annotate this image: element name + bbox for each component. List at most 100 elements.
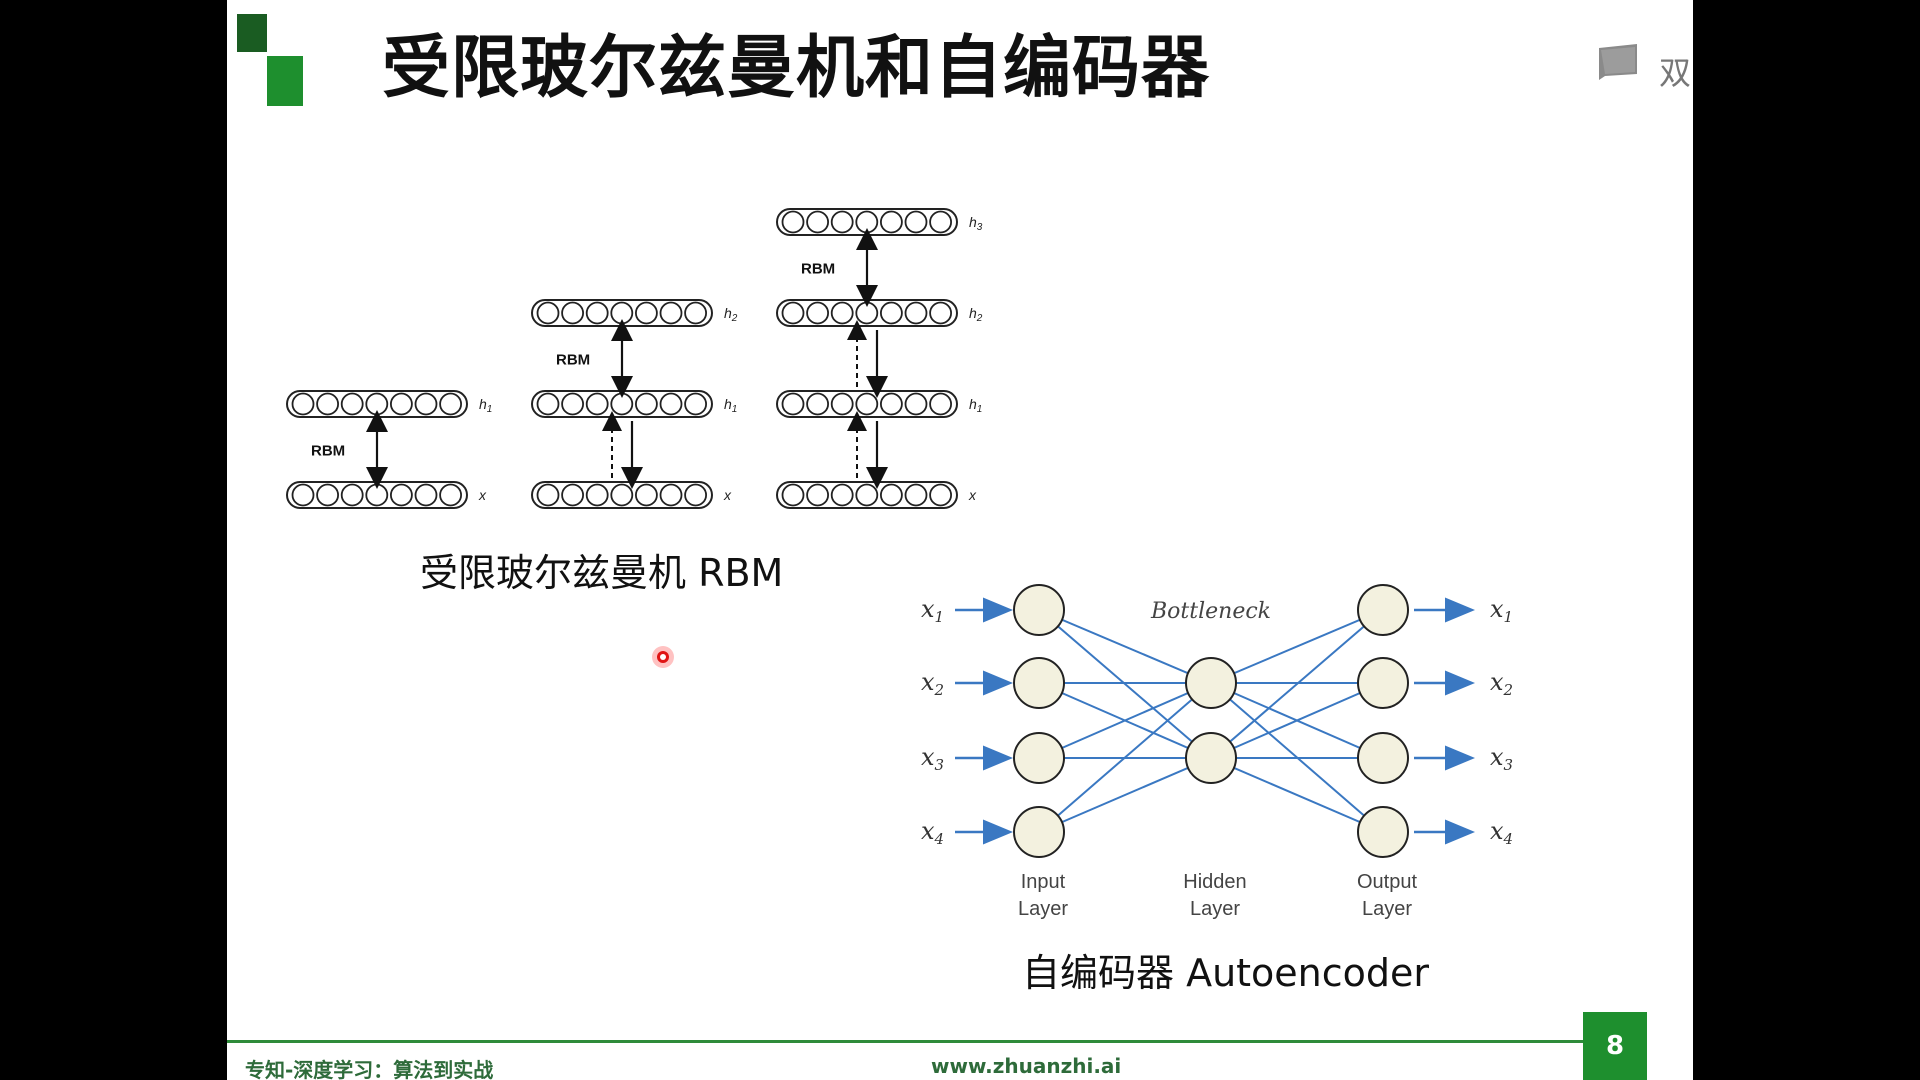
rbm-unit	[340, 483, 364, 507]
rbm-unit	[291, 483, 315, 507]
rbm-layer-label: h3	[969, 214, 983, 233]
ae-input-node	[1013, 657, 1065, 709]
footer-divider	[227, 1040, 1583, 1043]
rbm-layer-label: h1	[479, 396, 492, 415]
rbm-layer-subscript: 1	[487, 404, 493, 415]
rbm-unit	[684, 483, 708, 507]
ae-edge-input-hidden	[1038, 757, 1212, 833]
rbm-unit	[929, 210, 952, 234]
ae-input-subscript: 3	[935, 756, 945, 774]
rbm-layer-h2	[776, 299, 958, 327]
rbm-label: RBM	[801, 261, 835, 278]
rbm-unit	[929, 483, 952, 507]
ae-edge-hidden-output	[1210, 682, 1384, 833]
rbm-unit	[561, 483, 585, 507]
rbm-unit	[316, 392, 339, 416]
rbm-layer-subscript: 2	[731, 313, 738, 324]
rbm-unit	[340, 392, 364, 416]
rbm-caption: 受限玻尔兹曼机 RBM	[420, 551, 784, 595]
rbm-unit	[634, 392, 658, 416]
rbm-layer-subscript: 3	[977, 222, 983, 233]
rbm-layer-h1	[286, 390, 468, 418]
ae-output-subscript: 1	[1504, 608, 1514, 626]
ae-output-node	[1357, 657, 1409, 709]
ae-output-subscript: 3	[1504, 756, 1514, 774]
rbm-unit	[880, 392, 903, 416]
rbm-unit	[585, 392, 609, 416]
ae-layer-name-output: Layer	[1362, 898, 1412, 920]
rbm-unit	[684, 392, 708, 416]
rbm-unit	[610, 483, 634, 507]
rbm-unit	[659, 392, 683, 416]
rbm-unit	[880, 483, 903, 507]
ae-layer-name-input: Input	[1021, 871, 1066, 893]
ae-layer-name-hidden: Hidden	[1183, 871, 1246, 893]
ae-input-subscript: 1	[935, 608, 945, 626]
rbm-layer-label: x	[968, 487, 977, 503]
rbm-layer-h1	[776, 390, 958, 418]
ae-input-label: x1	[921, 595, 944, 626]
rbm-layer-label: h1	[724, 396, 737, 415]
rbm-layer-h3	[776, 208, 958, 236]
rbm-unit	[781, 483, 805, 507]
rbm-layer-subscript: 1	[977, 404, 983, 415]
rbm-layer-x	[531, 481, 713, 509]
rbm-unit	[880, 301, 903, 325]
rbm-unit	[904, 483, 928, 507]
rbm-unit	[781, 301, 805, 325]
rbm-unit	[561, 392, 585, 416]
rbm-unit	[781, 210, 805, 234]
rbm-layer-h1	[531, 390, 713, 418]
partial-toolbar-label[interactable]: 双	[1659, 54, 1692, 92]
ae-input-node	[1013, 584, 1065, 636]
ae-output-node	[1357, 732, 1409, 784]
footer-url[interactable]: www.zhuanzhi.ai	[931, 1054, 1122, 1078]
rbm-label: RBM	[556, 352, 590, 369]
ae-edge-hidden-output	[1210, 757, 1384, 833]
rbm-unit	[610, 301, 634, 325]
ae-output-subscript: 4	[1503, 830, 1514, 848]
rbm-layer-label: h1	[969, 396, 982, 415]
rbm-layer-label: h2	[969, 305, 983, 324]
ae-output-node	[1357, 584, 1409, 636]
ae-layer-name-input: Layer	[1018, 898, 1068, 920]
ae-edge-hidden-output	[1210, 609, 1384, 684]
rbm-unit	[659, 301, 683, 325]
rbm-layer-subscript: 1	[732, 404, 738, 415]
rbm-layer-label: x	[723, 487, 732, 503]
autoencoder-caption: 自编码器 Autoencoder	[1022, 951, 1430, 995]
rbm-unit	[806, 210, 829, 234]
comment-icon[interactable]	[1597, 42, 1643, 82]
rbm-unit	[929, 392, 952, 416]
rbm-unit	[806, 301, 829, 325]
rbm-unit	[634, 301, 658, 325]
rbm-layer-label: x	[478, 487, 487, 503]
rbm-unit	[806, 392, 829, 416]
rbm-unit	[929, 301, 952, 325]
ae-input-label: x2	[921, 668, 944, 699]
rbm-unit	[904, 392, 928, 416]
ae-input-subscript: 4	[934, 830, 945, 848]
ae-input-subscript: 2	[934, 681, 945, 699]
rbm-unit	[291, 392, 315, 416]
rbm-unit	[536, 301, 560, 325]
ae-edge-input-hidden	[1038, 609, 1212, 684]
rbm-unit	[414, 392, 438, 416]
rbm-unit	[806, 483, 829, 507]
rbm-unit	[536, 483, 560, 507]
rbm-unit	[316, 483, 339, 507]
rbm-layer-x	[286, 481, 468, 509]
rbm-unit	[439, 483, 463, 507]
ae-output-label: x3	[1490, 743, 1513, 774]
rbm-unit	[561, 301, 585, 325]
ae-input-node	[1013, 806, 1065, 858]
rbm-unit	[414, 483, 438, 507]
rbm-unit	[904, 210, 928, 234]
rbm-unit	[855, 392, 879, 416]
rbm-unit	[904, 301, 928, 325]
rbm-unit	[390, 483, 413, 507]
ae-input-label: x3	[921, 743, 944, 774]
